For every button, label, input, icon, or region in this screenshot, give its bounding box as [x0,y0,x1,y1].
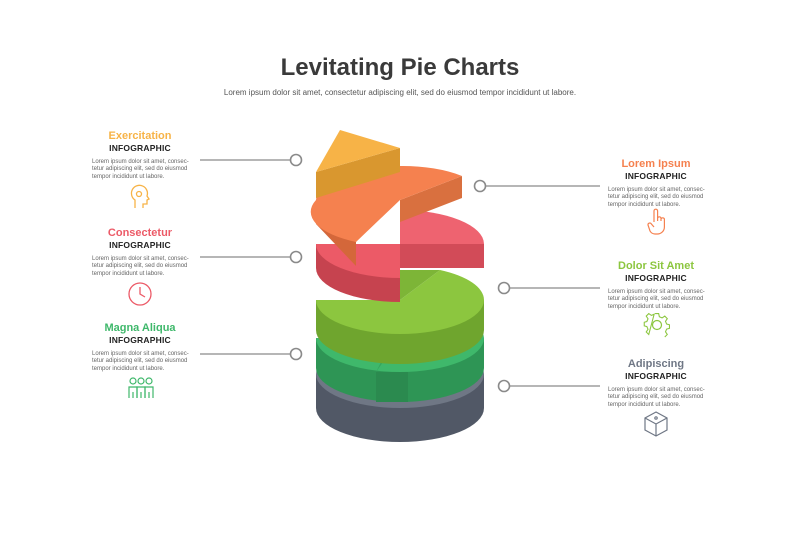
info-title: Adipiscing [627,358,685,370]
info-title: Dolor Sit Amet [618,260,694,272]
info-title: Exercitation [108,130,172,142]
hand-pointer-icon [644,208,670,236]
info-body: Lorem ipsum dolor sit amet, consec-tetur… [608,387,705,408]
info-block-right-1: Lorem Ipsum INFOGRAPHIC Lorem ipsum dolo… [588,158,708,209]
connector-dot-right-3 [497,379,511,393]
info-block-right-2: Dolor Sit Amet INFOGRAPHIC Lorem ipsum d… [588,260,708,311]
info-subtitle: INFOGRAPHIC [109,143,171,153]
team-people-icon [126,374,156,402]
pie-layer-yellow [316,130,400,198]
info-body: Lorem ipsum dolor sit amet, consec-tetur… [92,159,189,180]
connector-dot-right-2 [497,281,511,295]
info-body: Lorem ipsum dolor sit amet, consec-tetur… [92,256,189,277]
info-block-left-1: Exercitation INFOGRAPHIC Lorem ipsum dol… [80,130,200,181]
info-block-left-2: Consectetur INFOGRAPHIC Lorem ipsum dolo… [80,227,200,278]
info-block-left-3: Magna Aliqua INFOGRAPHIC Lorem ipsum dol… [80,322,200,373]
connector-dot-right-1 [473,179,487,193]
info-subtitle: INFOGRAPHIC [109,335,171,345]
page-subtitle: Lorem ipsum dolor sit amet, consectetur … [223,88,577,97]
info-subtitle: INFOGRAPHIC [109,240,171,250]
pie-layer-red [316,210,484,302]
info-body: Lorem ipsum dolor sit amet, consec-tetur… [92,351,189,372]
connector-dot-left-3 [289,347,303,361]
info-subtitle: INFOGRAPHIC [625,371,687,381]
page-title: Levitating Pie Charts [280,54,520,81]
connector-dot-left-1 [289,153,303,167]
info-subtitle: INFOGRAPHIC [625,171,687,181]
info-title: Consectetur [107,227,173,239]
info-subtitle: INFOGRAPHIC [625,273,687,283]
info-body: Lorem ipsum dolor sit amet, consec-tetur… [608,187,705,208]
info-title: Lorem Ipsum [621,158,691,170]
connector-dot-left-2 [289,250,303,264]
cube-box-icon [642,410,670,438]
head-person-icon [126,182,154,210]
gear-icon [642,310,672,340]
pie-layer-lightgreen [316,270,485,364]
clock-icon [126,280,154,308]
info-block-right-3: Adipiscing INFOGRAPHIC Lorem ipsum dolor… [588,358,708,409]
info-title: Magna Aliqua [104,322,176,334]
info-body: Lorem ipsum dolor sit amet, consec-tetur… [608,289,705,310]
